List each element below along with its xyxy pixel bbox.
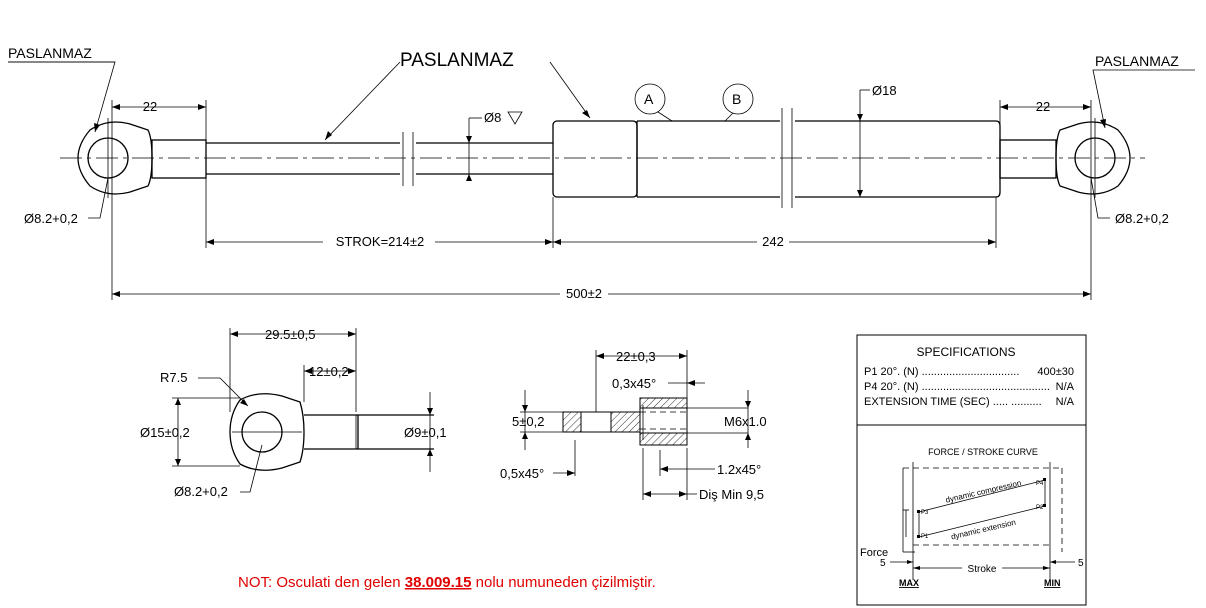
- dim-stroke: STROK=214±2: [336, 234, 424, 249]
- end-fitting-detail: 29.5±0,5 12±0,2 R7.5 Ø15±0,2 Ø9±0,1 Ø8.2…: [140, 327, 447, 499]
- dim-overall: 500±2: [566, 286, 602, 301]
- dim-section-chamfer-top: 0,3x45°: [612, 376, 656, 391]
- dim-fitting-hole: Ø8.2+0,2: [174, 484, 228, 499]
- spec-row-3-value: N/A: [1056, 396, 1075, 408]
- curve-five-right: 5: [1078, 558, 1084, 569]
- piston-rod: [205, 132, 553, 186]
- dim-fitting-len: 29.5±0,5: [265, 327, 316, 342]
- dim-fitting-neck-len: 12±0,2: [309, 364, 349, 379]
- curve-p2: P2: [1036, 505, 1044, 511]
- material-label-center: PASLANMAZ: [400, 50, 514, 71]
- dim-tube-dia: Ø18: [872, 83, 897, 98]
- specs-title: SPECIFICATIONS: [916, 345, 1015, 359]
- spec-row-2-value: N/A: [1056, 381, 1075, 393]
- main-dimensions: [8, 61, 1195, 300]
- balloon-b-text: B: [732, 91, 741, 107]
- pressure-tube: [552, 108, 1001, 208]
- material-label-right: PASLANMAZ: [1095, 53, 1179, 69]
- curve-force-label: Force: [860, 547, 888, 559]
- force-stroke-curve: dynamic compression dynamic extension P3…: [860, 462, 1084, 588]
- footnote-part-number: 38.009.15: [405, 574, 472, 591]
- spec-row-3-label: EXTENSION TIME (SEC) ..... ..........: [864, 396, 1042, 408]
- curve-stroke-label: Stroke: [968, 564, 997, 575]
- right-eye-fitting: [999, 118, 1131, 198]
- footnote-prefix: NOT: Osculati den gelen: [238, 574, 405, 591]
- dim-eye-left-len: 22: [143, 99, 157, 114]
- balloon-b: [722, 83, 754, 115]
- dim-hole-right: Ø8.2+0,2: [1115, 211, 1169, 226]
- dim-eye-right-len: 22: [1036, 99, 1050, 114]
- footnote-suffix: nolu numuneden çizilmiştir.: [472, 574, 656, 591]
- specifications-box: SPECIFICATIONS P1 20°. (N) .............…: [856, 334, 1087, 606]
- dim-section-chamfer-right: 1.2x45°: [717, 462, 761, 477]
- dim-body-len: 242: [762, 234, 784, 249]
- footnote: NOT: Osculati den gelen 38.009.15 nolu n…: [238, 574, 656, 591]
- dim-hole-left: Ø8.2+0,2: [24, 211, 78, 226]
- curve-p3: P3: [921, 510, 929, 516]
- dim-fitting-eye-dia: Ø15±0,2: [140, 425, 190, 440]
- curve-title: FORCE / STROKE CURVE: [928, 447, 1038, 457]
- dim-section-chamfer-left: 0,5x45°: [500, 466, 544, 481]
- curve-compression-label: dynamic compression: [945, 478, 1022, 504]
- curve-p4: P4: [1036, 481, 1044, 487]
- curve-min-label: MIN: [1044, 578, 1061, 588]
- dim-section-height: 5±0,2: [512, 414, 544, 429]
- curve-max-label: MAX: [899, 578, 919, 588]
- dim-section-len: 22±0,3: [616, 349, 656, 364]
- balloon-a: [634, 83, 666, 115]
- dim-fitting-radius: R7.5: [160, 370, 187, 385]
- gas-spring-main-view: PASLANMAZ PASLANMAZ PASLANMAZ A B 22 22 …: [8, 45, 1195, 301]
- spec-row-2-label: P4 20°. (N) ............................…: [864, 381, 1050, 393]
- material-label-left: PASLANMAZ: [8, 45, 92, 61]
- curve-p1: P1: [921, 534, 929, 540]
- dim-section-thread: M6x1.0: [724, 414, 767, 429]
- section-detail: 22±0,3 0,3x45° 5±0,2 M6x1.0 0,5x45° 1.2x…: [500, 349, 767, 502]
- spec-row-1-value: 400±30: [1037, 366, 1074, 378]
- dim-section-thread-depth: Diş Min 9,5: [699, 487, 764, 502]
- balloon-a-text: A: [644, 91, 654, 107]
- dim-rod-dia: Ø8: [484, 110, 501, 125]
- spec-row-1-label: P1 20°. (N) ............................…: [864, 366, 1019, 378]
- dim-fitting-neck-dia: Ø9±0,1: [404, 425, 447, 440]
- curve-five-left: 5: [880, 558, 886, 569]
